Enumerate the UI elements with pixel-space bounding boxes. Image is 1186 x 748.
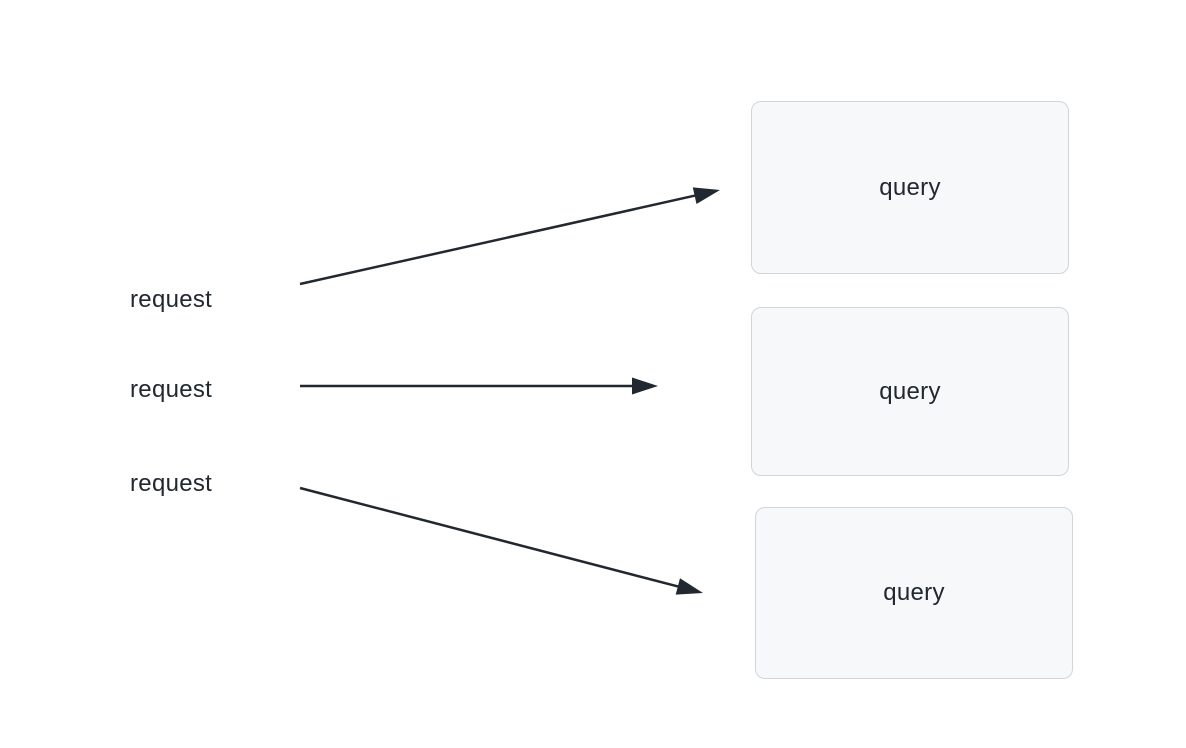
query-label-1: query	[879, 173, 941, 201]
arrowhead-icon-1	[692, 187, 720, 204]
arrow-line-1	[299, 191, 708, 286]
query-box-1: query	[751, 101, 1069, 274]
query-box-3: query	[755, 507, 1073, 679]
query-label-2: query	[879, 377, 941, 405]
arrowhead-icon-3	[675, 578, 703, 595]
arrow-line-3	[299, 486, 691, 591]
query-box-2: query	[751, 307, 1069, 476]
request-label-3: request	[130, 470, 213, 497]
request-label-1: request	[130, 286, 213, 313]
arrowhead-icon-2	[632, 377, 658, 395]
request-label-2: request	[130, 376, 213, 403]
query-label-3: query	[883, 579, 945, 606]
